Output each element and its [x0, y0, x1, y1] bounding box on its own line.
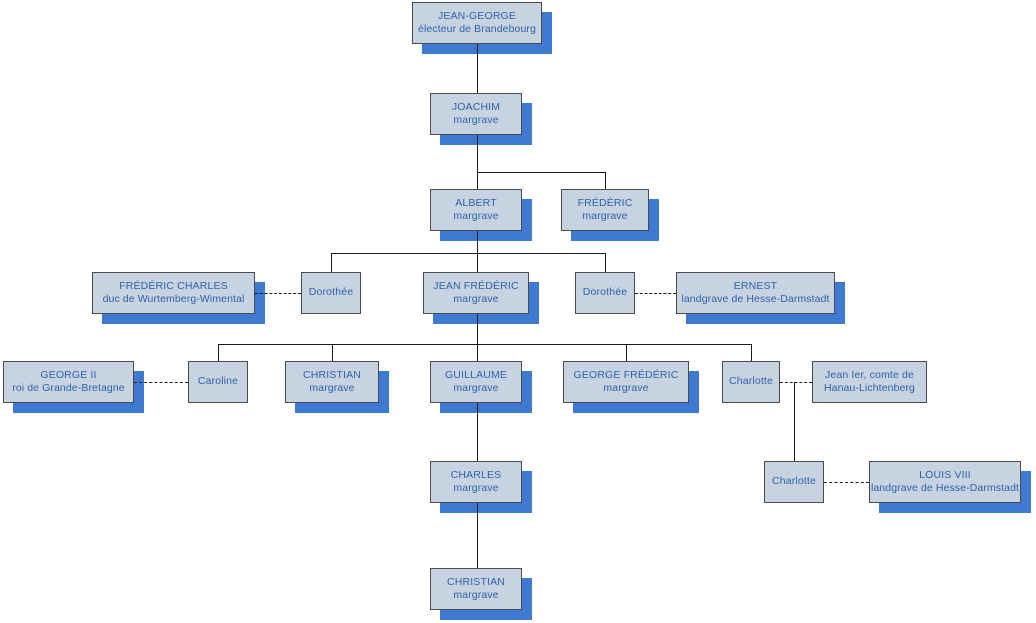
connector-vertical-7	[477, 314, 478, 361]
connector-vertical-10	[626, 344, 627, 361]
node-name: GEORGE II	[40, 368, 97, 381]
node-name: GUILLAUME	[444, 368, 508, 381]
node-title: margrave	[453, 589, 499, 601]
node-name: JEAN FRÉDÉRIC	[433, 279, 519, 292]
connector-vertical-12	[477, 403, 478, 461]
connector-vertical-13	[477, 503, 478, 568]
node-dorothee-2[interactable]: Dorothée	[575, 272, 635, 314]
connector-vertical-6	[605, 253, 606, 272]
node-name: CHARLES	[450, 468, 502, 481]
connector-vertical-0	[477, 44, 478, 93]
node-charlotte-2[interactable]: Charlotte	[764, 461, 824, 503]
node-name: ALBERT	[455, 196, 497, 209]
node-title: margrave	[453, 114, 499, 126]
node-title: margrave	[453, 482, 499, 494]
node-caroline[interactable]: Caroline	[188, 361, 248, 403]
node-title: margrave	[453, 210, 499, 222]
connector-horizontal-0	[477, 172, 605, 173]
node-name: LOUIS VIII	[919, 468, 971, 481]
node-title: margrave	[309, 382, 355, 394]
node-title: margrave	[453, 382, 499, 394]
connector-vertical-14	[794, 382, 795, 461]
node-name: Dorothée	[308, 286, 354, 299]
node-title: margrave	[582, 210, 628, 222]
marriage-link-3	[780, 382, 812, 383]
node-charlotte-1[interactable]: Charlotte	[722, 361, 780, 403]
node-title: landgrave de Hesse-Darmstadt	[681, 293, 830, 305]
node-title: margrave	[603, 382, 649, 394]
node-name: Dorothée	[582, 286, 628, 299]
connector-horizontal-1	[331, 253, 605, 254]
connector-vertical-11	[751, 344, 752, 361]
connector-vertical-4	[477, 231, 478, 272]
node-name: CHRISTIAN	[303, 368, 361, 381]
node-title: landgrave de Hesse-Darmstadt	[870, 482, 1020, 494]
connector-vertical-5	[331, 253, 332, 272]
node-name: JEAN-GEORGE	[437, 9, 517, 22]
node-name: ERNEST	[733, 279, 778, 292]
node-title: roi de Grande-Bretagne	[12, 382, 125, 394]
node-title: duc de Wurtemberg-Wimental	[102, 293, 245, 305]
marriage-link-4	[824, 482, 869, 483]
connector-vertical-1	[477, 135, 478, 172]
node-name: Caroline	[197, 375, 239, 388]
node-name: Charlotte	[772, 475, 816, 488]
node-title: Hanau-Lichtenberg	[823, 382, 915, 394]
node-name: FRÉDÉRIC	[577, 196, 633, 209]
node-title: margrave	[453, 293, 499, 305]
node-name: FRÉDÉRIC CHARLES	[119, 279, 228, 292]
node-name: JOACHIM	[451, 100, 501, 113]
marriage-link-2	[134, 382, 188, 383]
connector-vertical-8	[218, 344, 219, 361]
node-name: CHRISTIAN	[447, 575, 505, 588]
node-title: électeur de Brandebourg	[418, 23, 536, 35]
connector-vertical-3	[605, 172, 606, 189]
marriage-link-1	[635, 293, 676, 294]
connector-vertical-9	[332, 344, 333, 361]
connector-horizontal-2	[218, 344, 751, 345]
node-dorothee-1[interactable]: Dorothée	[301, 272, 361, 314]
node-name: Charlotte	[729, 375, 773, 388]
connector-vertical-2	[477, 172, 478, 189]
marriage-link-0	[255, 293, 301, 294]
node-name: GEORGE FRÉDÉRIC	[573, 368, 679, 381]
node-name: Jean Ier, comte de	[824, 368, 915, 381]
